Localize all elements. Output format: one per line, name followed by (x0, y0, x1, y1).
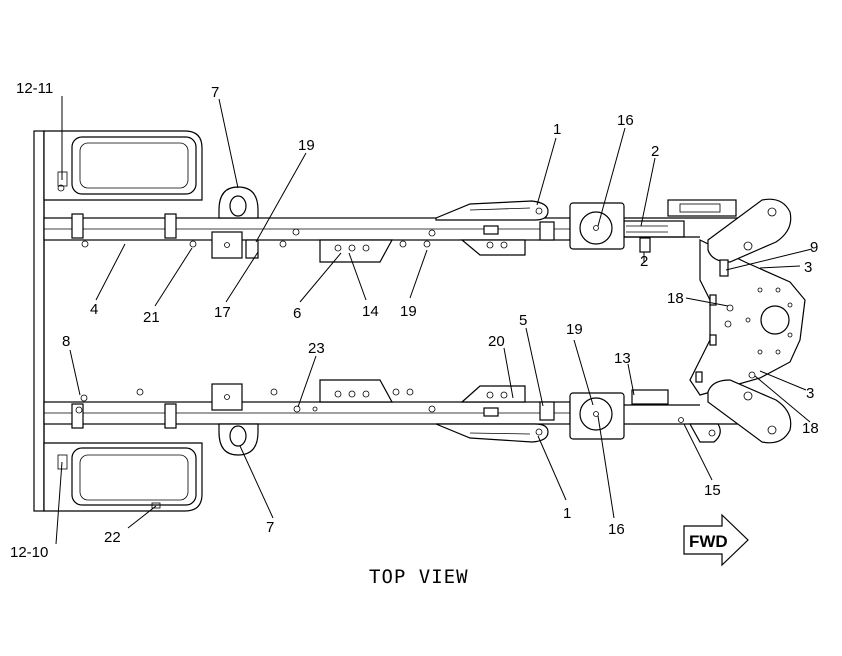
callout-12-10: 12-10 (10, 544, 48, 561)
callout-1: 1 (553, 121, 561, 138)
lower-rear-link (218, 423, 259, 456)
callout-18: 18 (802, 420, 819, 437)
callout-2: 2 (651, 143, 659, 160)
upper-spring-pad (569, 202, 625, 250)
forward-direction-arrow: FWD (683, 513, 749, 567)
callout-20: 20 (488, 333, 505, 350)
callout-labels: 12-11 7 19 1 16 2 2 9 3 18 4 21 17 6 14 … (10, 80, 819, 561)
lower-frame-rail (43, 401, 740, 425)
callout-19: 19 (400, 303, 417, 320)
callout-16: 16 (608, 521, 625, 538)
lower-end-bracket (678, 417, 721, 443)
upper-frame-rail (43, 217, 740, 241)
callout-18: 18 (667, 290, 684, 307)
lower-front-hook (707, 379, 792, 444)
rail-bolts (57, 184, 436, 414)
callout-2: 2 (640, 253, 648, 270)
callout-8: 8 (62, 333, 70, 350)
front-components (631, 259, 729, 405)
callout-19: 19 (566, 321, 583, 338)
upper-front-hook (707, 198, 792, 263)
lower-mid-brackets (319, 379, 526, 403)
front-hitch-plate (689, 239, 806, 396)
callout-21: 21 (143, 309, 160, 326)
callout-12-11: 12-11 (16, 80, 53, 97)
upper-fuel-tank (43, 130, 203, 201)
callout-4: 4 (90, 301, 98, 318)
forward-label: FWD (689, 532, 728, 551)
callout-16: 16 (617, 112, 634, 129)
callout-22: 22 (104, 529, 121, 546)
callout-6: 6 (293, 305, 301, 322)
callout-3: 3 (806, 385, 814, 402)
rear-crossmember (33, 130, 45, 512)
upper-arm (435, 200, 549, 221)
leader-lines (55, 96, 813, 545)
callout-9: 9 (810, 239, 818, 256)
lower-fuel-tank (43, 442, 203, 512)
callout-5: 5 (519, 312, 527, 329)
callout-3: 3 (804, 259, 812, 276)
callout-13: 13 (614, 350, 631, 367)
callout-19: 19 (298, 137, 315, 154)
callout-17: 17 (214, 304, 231, 321)
rail-brackets (71, 213, 555, 429)
callout-7: 7 (266, 519, 274, 536)
callout-1: 1 (563, 505, 571, 522)
lower-arm (435, 423, 549, 443)
lower-spring-pad (569, 392, 625, 440)
cross-tube (626, 199, 737, 253)
callout-23: 23 (308, 340, 325, 357)
upper-rear-link (218, 186, 259, 219)
view-caption: TOP VIEW (369, 566, 469, 588)
callout-15: 15 (704, 482, 721, 499)
callout-7: 7 (211, 84, 219, 101)
callout-14: 14 (362, 303, 379, 320)
